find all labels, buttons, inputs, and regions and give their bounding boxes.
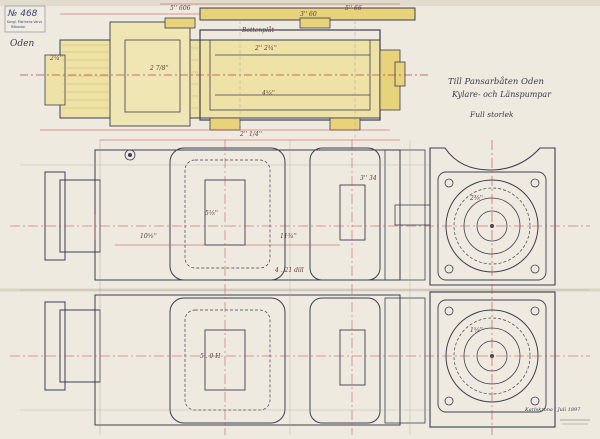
title-line2: Kylare- och Länspumpar bbox=[451, 90, 552, 99]
dim-mid-d: 2'' 1/4'' bbox=[239, 131, 262, 138]
dim-body-a: 10⅝'' bbox=[140, 233, 157, 240]
signature: Karlskrona i Juli 1897 bbox=[524, 407, 581, 413]
stamp-line2: Ritkontor bbox=[11, 25, 26, 29]
dim-mid-c: 2 7/8'' bbox=[149, 65, 169, 72]
dim-body-e: 3'' 34 bbox=[360, 175, 377, 182]
title-line1: Till Pansarbåten Oden bbox=[448, 75, 544, 87]
dim-right-a: 2⅜'' bbox=[469, 195, 483, 202]
dim-body-c: 5⅛'' bbox=[205, 210, 218, 217]
title-line3: Full storlek bbox=[469, 110, 514, 119]
archive-stamp: № 468 Kongl. Marinens Varvs Ritkontor bbox=[4, 5, 46, 33]
ship-name: Oden bbox=[10, 39, 34, 49]
stamp-line1: Kongl. Marinens Varvs bbox=[7, 20, 42, 24]
dim-mid-a: 2'' 2¾'' bbox=[254, 45, 277, 52]
plan-view bbox=[10, 139, 590, 435]
dim-body-b: 11¾'' bbox=[280, 233, 297, 240]
top-elevation-view bbox=[20, 3, 430, 140]
stamp-number: № 468 bbox=[7, 9, 38, 19]
dim-top-label: Bottenplåt bbox=[241, 27, 275, 34]
dim-body-d: 4 . 21 dill bbox=[274, 267, 304, 274]
dim-top-a: 5'' 606 bbox=[170, 5, 191, 12]
dimension-labels: 5'' 606 5'' 66 3'' 60 2¼'' 2'' 2¾'' 4⅝''… bbox=[49, 5, 483, 360]
dim-top-c: 3'' 60 bbox=[300, 11, 317, 18]
dim-top-b: 5'' 66 bbox=[345, 5, 362, 12]
title-block: Till Pansarbåten Oden Kylare- och Länspu… bbox=[448, 75, 552, 119]
dim-mid-b: 4⅝'' bbox=[261, 90, 275, 97]
dim-right-b: 1⅝'' bbox=[470, 327, 483, 334]
dim-body-f: 5 . 0 H bbox=[200, 353, 221, 360]
dim-left-a: 2¼'' bbox=[49, 55, 63, 62]
